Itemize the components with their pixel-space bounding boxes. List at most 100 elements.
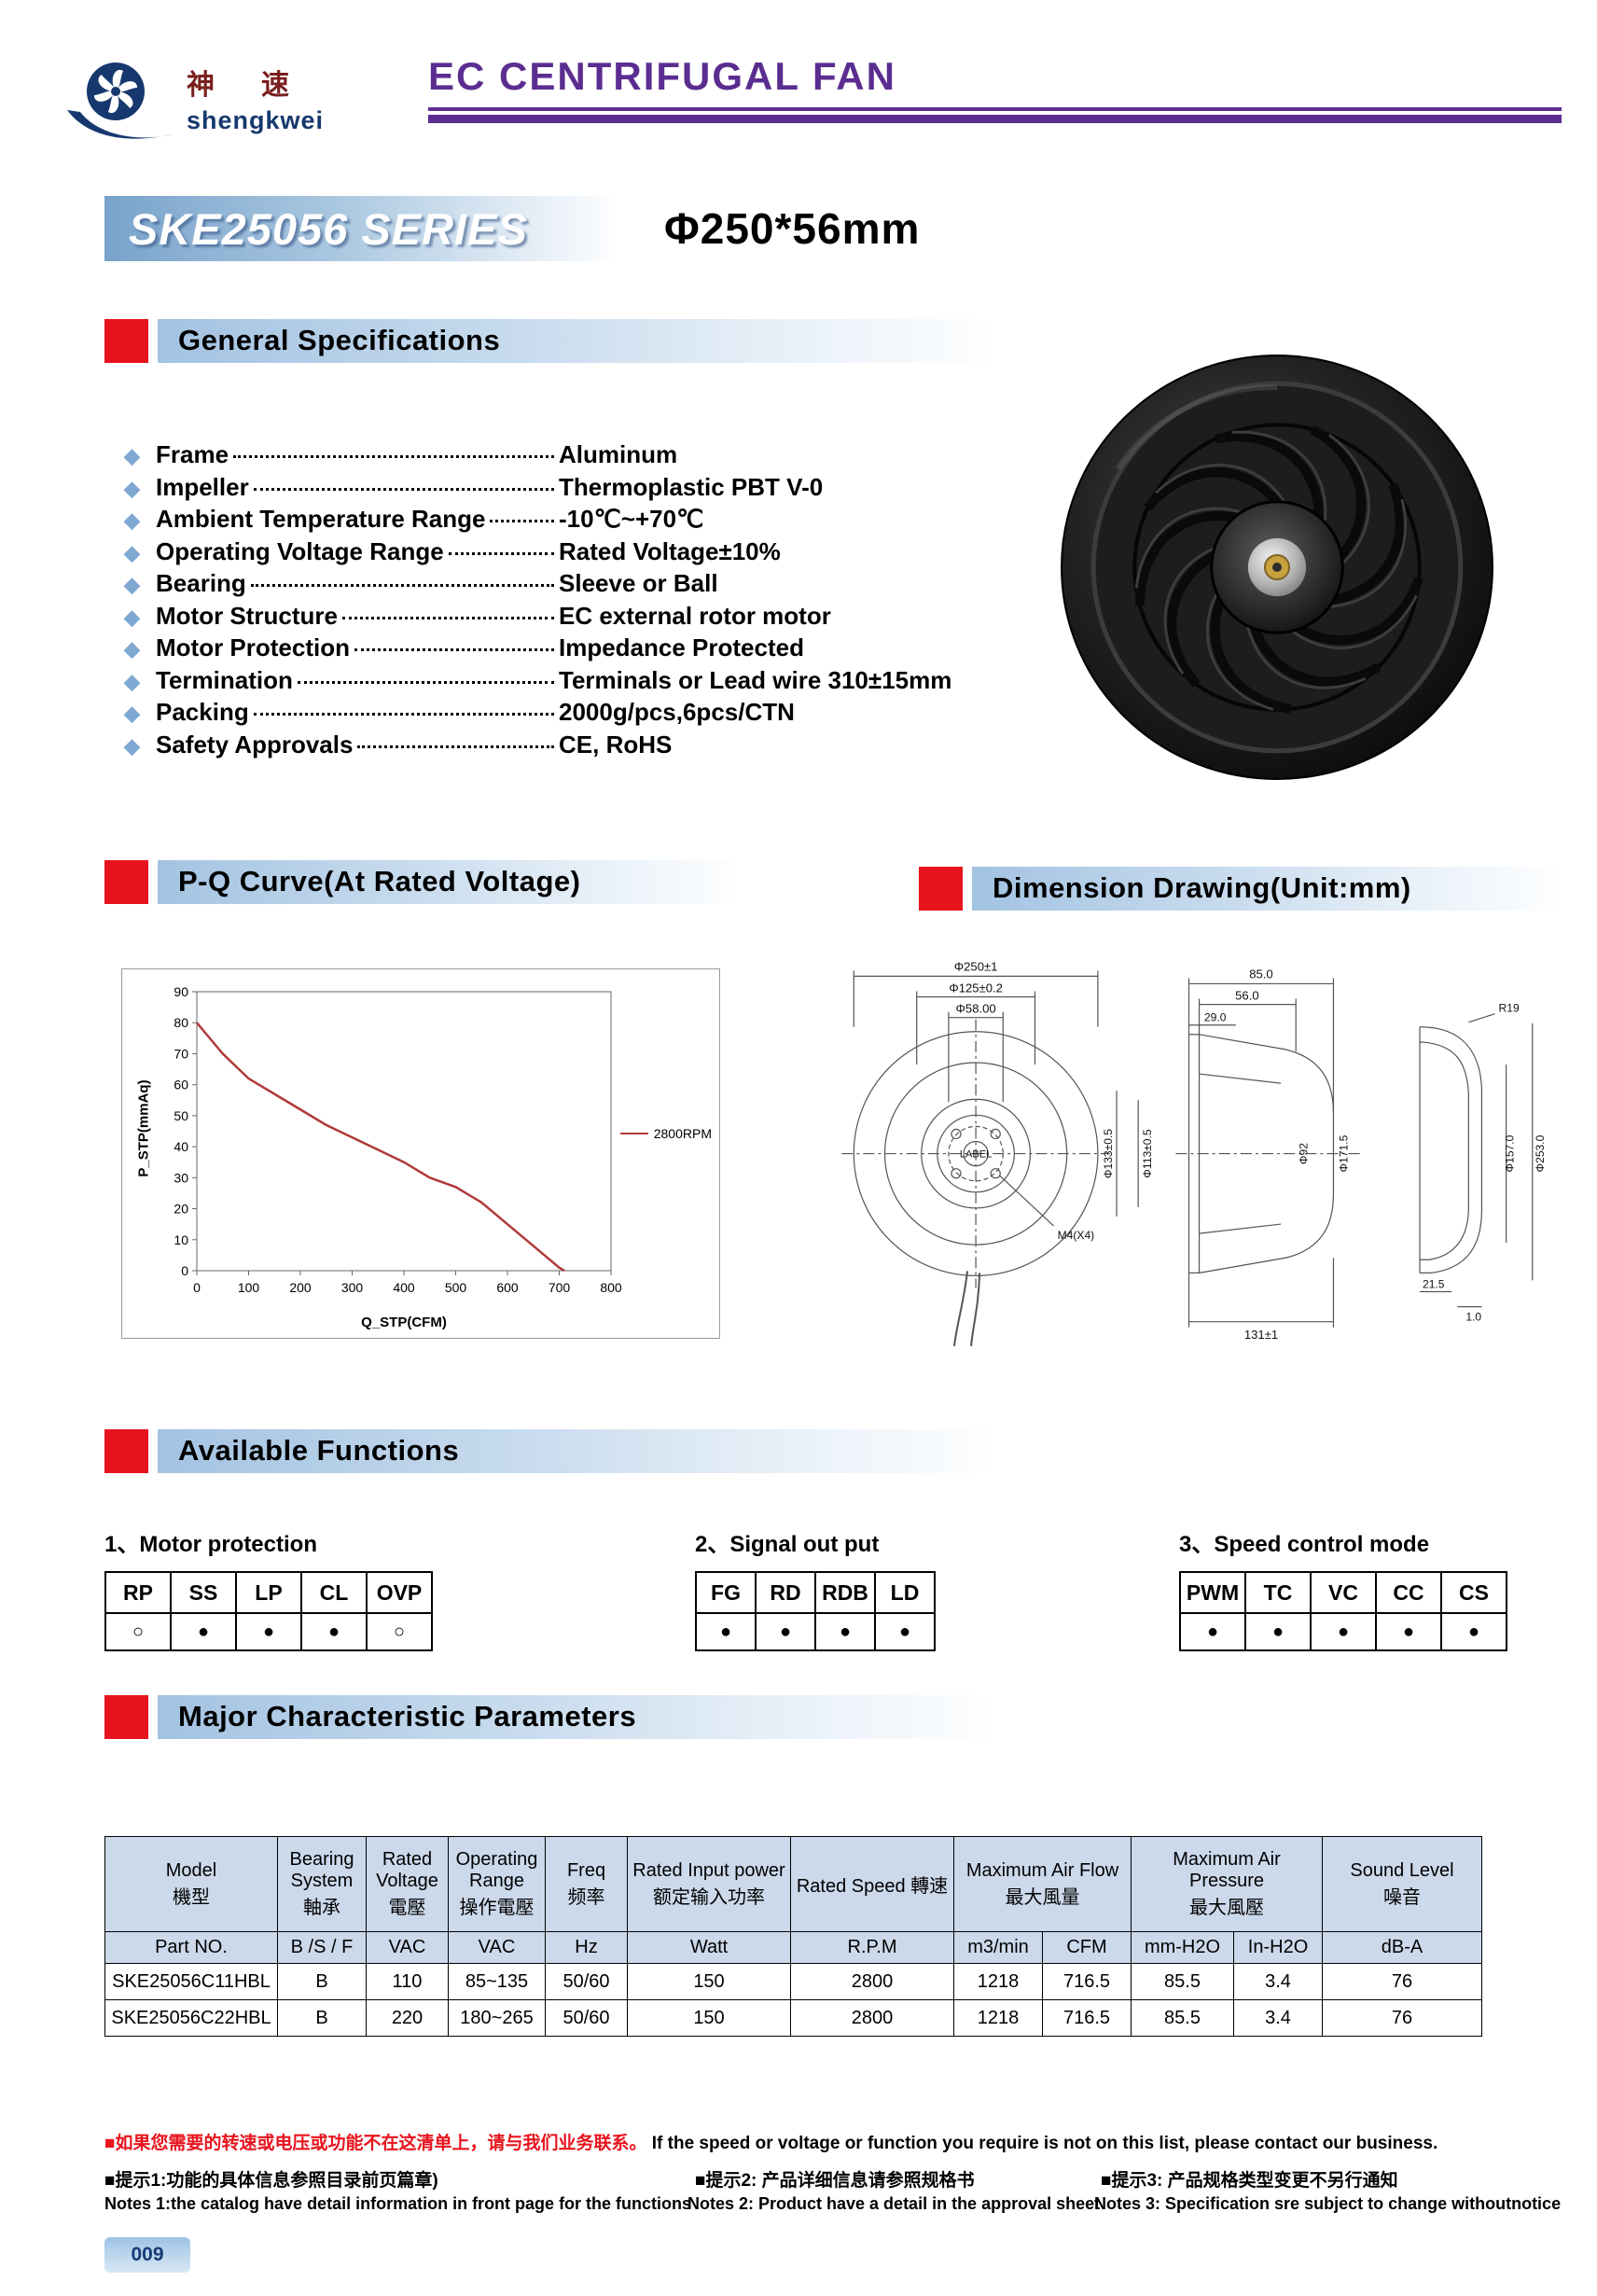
spec-label: Motor Structure bbox=[156, 601, 338, 630]
dotted-leader bbox=[250, 584, 554, 587]
cell: 50/60 bbox=[545, 1963, 628, 2000]
diamond-bullet-icon: ◆ bbox=[124, 508, 140, 533]
unit-cell: Hz bbox=[545, 1931, 628, 1964]
spec-value: 2000g/pcs,6pcs/CTN bbox=[559, 698, 795, 726]
cell: 3.4 bbox=[1233, 1999, 1324, 2037]
col-header: TC bbox=[1244, 1571, 1312, 1614]
section-available-functions: Available Functions bbox=[104, 1427, 989, 1474]
spec-row-packing: ◆ Packing 2000g/pcs,6pcs/CTN bbox=[124, 698, 861, 731]
cell: 76 bbox=[1322, 1963, 1483, 2000]
spec-value: CE, RoHS bbox=[559, 730, 673, 758]
header-rule-thick bbox=[428, 115, 1562, 123]
section-bar: Dimension Drawing(Unit:mm) bbox=[972, 866, 1556, 911]
spec-label: Ambient Temperature Range bbox=[156, 505, 486, 533]
dotted-leader bbox=[448, 551, 554, 555]
svg-text:0: 0 bbox=[181, 1263, 188, 1278]
series-size: Φ250*56mm bbox=[664, 204, 921, 253]
spec-label: Termination bbox=[156, 665, 293, 694]
col-header: RDB bbox=[814, 1571, 876, 1614]
legend-line-icon bbox=[619, 1133, 648, 1134]
section-title: P-Q Curve(At Rated Voltage) bbox=[178, 865, 581, 898]
spec-row-operating-voltage: ◆ Operating Voltage Range Rated Voltage±… bbox=[124, 537, 861, 570]
svg-text:40: 40 bbox=[174, 1139, 188, 1154]
spec-label: Motor Protection bbox=[156, 633, 350, 661]
function-table-motor-protection: 1、Motor protection RP SS LP CL OVP ○ ● ●… bbox=[104, 1525, 433, 1651]
cell: 180~265 bbox=[448, 1999, 546, 2037]
footer-tip-1: ■提示1:功能的具体信息参照目录前页篇章) bbox=[104, 2171, 438, 2191]
svg-text:400: 400 bbox=[393, 1280, 415, 1295]
dim-label: 21.5 bbox=[1423, 1277, 1445, 1290]
dim-label: Φ92 bbox=[1297, 1143, 1310, 1164]
col-header: OVP bbox=[366, 1571, 433, 1614]
svg-text:200: 200 bbox=[289, 1280, 312, 1295]
spec-value: EC external rotor motor bbox=[559, 601, 831, 630]
spec-value: Terminals or Lead wire 310±15mm bbox=[559, 665, 952, 694]
section-general-specifications: General Specifications bbox=[104, 317, 989, 364]
col-header: SS bbox=[170, 1571, 237, 1614]
dotted-leader bbox=[354, 648, 554, 651]
spec-row-frame: ◆ Frame Aluminum bbox=[124, 440, 861, 473]
header: 神 速 shengkwei EC CENTRIFUGAL FAN bbox=[63, 54, 1562, 151]
table-unit-row: Part NO. B /S / F VAC VAC Hz Watt R.P.M … bbox=[104, 1931, 1483, 1964]
dotted-leader bbox=[253, 713, 554, 716]
footer-note-2: Notes 2: Product have a detail in the ap… bbox=[687, 2194, 1101, 2213]
svg-text:20: 20 bbox=[174, 1202, 188, 1217]
unit-cell: dB-A bbox=[1322, 1931, 1483, 1964]
spec-row-motor-protection: ◆ Motor Protection Impedance Protected bbox=[124, 633, 861, 666]
svg-text:10: 10 bbox=[174, 1232, 188, 1247]
function-table-speed-control: 3、Speed control mode PWM TC VC CC CS ● ●… bbox=[1179, 1525, 1507, 1651]
cell: 85~135 bbox=[448, 1963, 546, 2000]
col-header: FG bbox=[695, 1571, 757, 1614]
spec-row-safety-approvals: ◆ Safety Approvals CE, RoHS bbox=[124, 731, 861, 763]
red-square-icon bbox=[104, 318, 148, 363]
dimension-drawing: Φ250±1 Φ125±0.2 Φ58.00 Φ133±0.5 Φ113±0.5… bbox=[841, 959, 1547, 1346]
spec-row-motor-structure: ◆ Motor Structure EC external rotor moto… bbox=[124, 602, 861, 634]
dim-label: 131±1 bbox=[1244, 1328, 1278, 1342]
svg-text:80: 80 bbox=[174, 1015, 188, 1030]
col-header: CL bbox=[300, 1571, 368, 1614]
page-title: EC CENTRIFUGAL FAN bbox=[428, 54, 896, 98]
section-title: General Specifications bbox=[178, 324, 501, 356]
function-mark: ● bbox=[814, 1612, 876, 1651]
col-header: RP bbox=[104, 1571, 172, 1614]
diamond-bullet-icon: ◆ bbox=[124, 669, 140, 693]
spec-list: ◆ Frame Aluminum ◆ Impeller Thermoplasti… bbox=[124, 440, 951, 763]
series-name: SKE25056 SERIES bbox=[129, 203, 528, 254]
dim-label: Φ250±1 bbox=[954, 959, 998, 973]
dim-label: 85.0 bbox=[1249, 967, 1272, 981]
spec-row-bearing: ◆ Bearing Sleeve or Ball bbox=[124, 569, 861, 602]
function-table-title: 2、Signal out put bbox=[695, 1532, 880, 1557]
unit-cell: mm-H2O bbox=[1131, 1931, 1235, 1964]
diamond-bullet-icon: ◆ bbox=[124, 702, 140, 726]
dim-label: Φ113±0.5 bbox=[1141, 1129, 1154, 1178]
unit-cell: VAC bbox=[366, 1931, 449, 1964]
diamond-bullet-icon: ◆ bbox=[124, 605, 140, 629]
function-mark: ● bbox=[1179, 1612, 1246, 1651]
unit-cell: In-H2O bbox=[1233, 1931, 1324, 1964]
brand-name: shengkwei bbox=[187, 106, 325, 134]
cell: 2800 bbox=[790, 1999, 954, 2037]
spec-value: Sleeve or Ball bbox=[559, 569, 718, 597]
dim-label: Φ171.5 bbox=[1338, 1134, 1351, 1172]
footer-tip-3: ■提示3: 产品规格类型变更不另行通知 bbox=[1101, 2171, 1398, 2191]
svg-text:70: 70 bbox=[174, 1046, 188, 1061]
section-pq-curve: P-Q Curve(At Rated Voltage) bbox=[104, 858, 737, 905]
dim-label: 56.0 bbox=[1235, 989, 1258, 1003]
svg-text:0: 0 bbox=[193, 1280, 201, 1295]
spec-value: Impedance Protected bbox=[559, 633, 804, 661]
product-photo-fan bbox=[1061, 355, 1493, 780]
series-badge: SKE25056 SERIES bbox=[104, 196, 616, 261]
cell: 2800 bbox=[790, 1963, 954, 2000]
signal-output-table: FG RD RDB LD ● ● ● ● bbox=[695, 1571, 936, 1651]
cell: 716.5 bbox=[1041, 1963, 1132, 2000]
cell: 76 bbox=[1322, 1999, 1483, 2037]
spec-label: Packing bbox=[156, 698, 249, 726]
y-axis-label: P_STP(mmAq) bbox=[135, 1079, 152, 1177]
function-mark: ● bbox=[755, 1612, 816, 1651]
cell: 85.5 bbox=[1131, 1999, 1235, 2037]
cell: 85.5 bbox=[1131, 1963, 1235, 2000]
spec-value: Rated Voltage±10% bbox=[559, 536, 781, 565]
